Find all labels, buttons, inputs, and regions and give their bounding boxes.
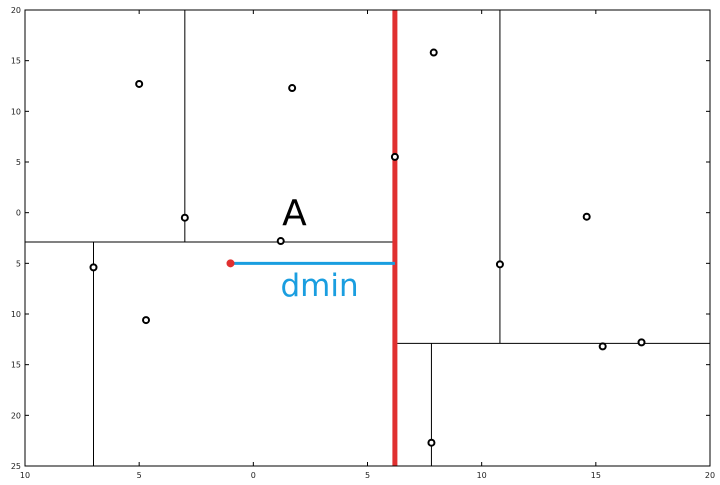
x-tick-label: 15 — [591, 471, 601, 480]
y-tick-label: 10 — [11, 310, 21, 319]
data-point — [91, 264, 97, 270]
y-tick-label: 15 — [11, 57, 21, 66]
plot-border — [25, 10, 710, 466]
data-points — [91, 50, 645, 446]
y-tick-label: 5 — [16, 259, 21, 268]
split-lines — [25, 10, 710, 466]
data-point — [392, 154, 398, 160]
data-point — [600, 343, 606, 349]
data-point — [136, 81, 142, 87]
data-point — [431, 50, 437, 56]
tick-labels: 10 5 0 5 10 15 20 20 15 10 5 0 5 10 15 20 25 — [11, 6, 715, 480]
x-tick-label: 5 — [365, 471, 370, 480]
y-tick-label: 15 — [11, 361, 21, 370]
query-point — [227, 260, 234, 267]
data-point — [428, 440, 434, 446]
x-tick-label: 10 — [477, 471, 487, 480]
data-point — [639, 339, 645, 345]
y-tick-label: 25 — [11, 462, 21, 471]
data-point — [289, 85, 295, 91]
y-tick-label: 10 — [11, 107, 21, 116]
plot-frame — [25, 10, 710, 466]
y-tick-label: 20 — [11, 411, 21, 420]
y-tick-label: 5 — [16, 158, 21, 167]
annotations: Admin — [280, 193, 358, 304]
x-tick-label: 5 — [137, 471, 142, 480]
label-dmin: dmin — [280, 268, 358, 304]
y-tick-label: 20 — [11, 6, 21, 15]
y-tick-label: 0 — [16, 209, 21, 218]
data-point — [143, 317, 149, 323]
data-point — [497, 261, 503, 267]
data-point — [182, 215, 188, 221]
x-tick-label: 20 — [705, 471, 715, 480]
data-point — [278, 238, 284, 244]
x-tick-label: 0 — [251, 471, 256, 480]
data-point — [584, 214, 590, 220]
label-a: A — [282, 193, 307, 234]
x-tick-label: 10 — [20, 471, 30, 480]
